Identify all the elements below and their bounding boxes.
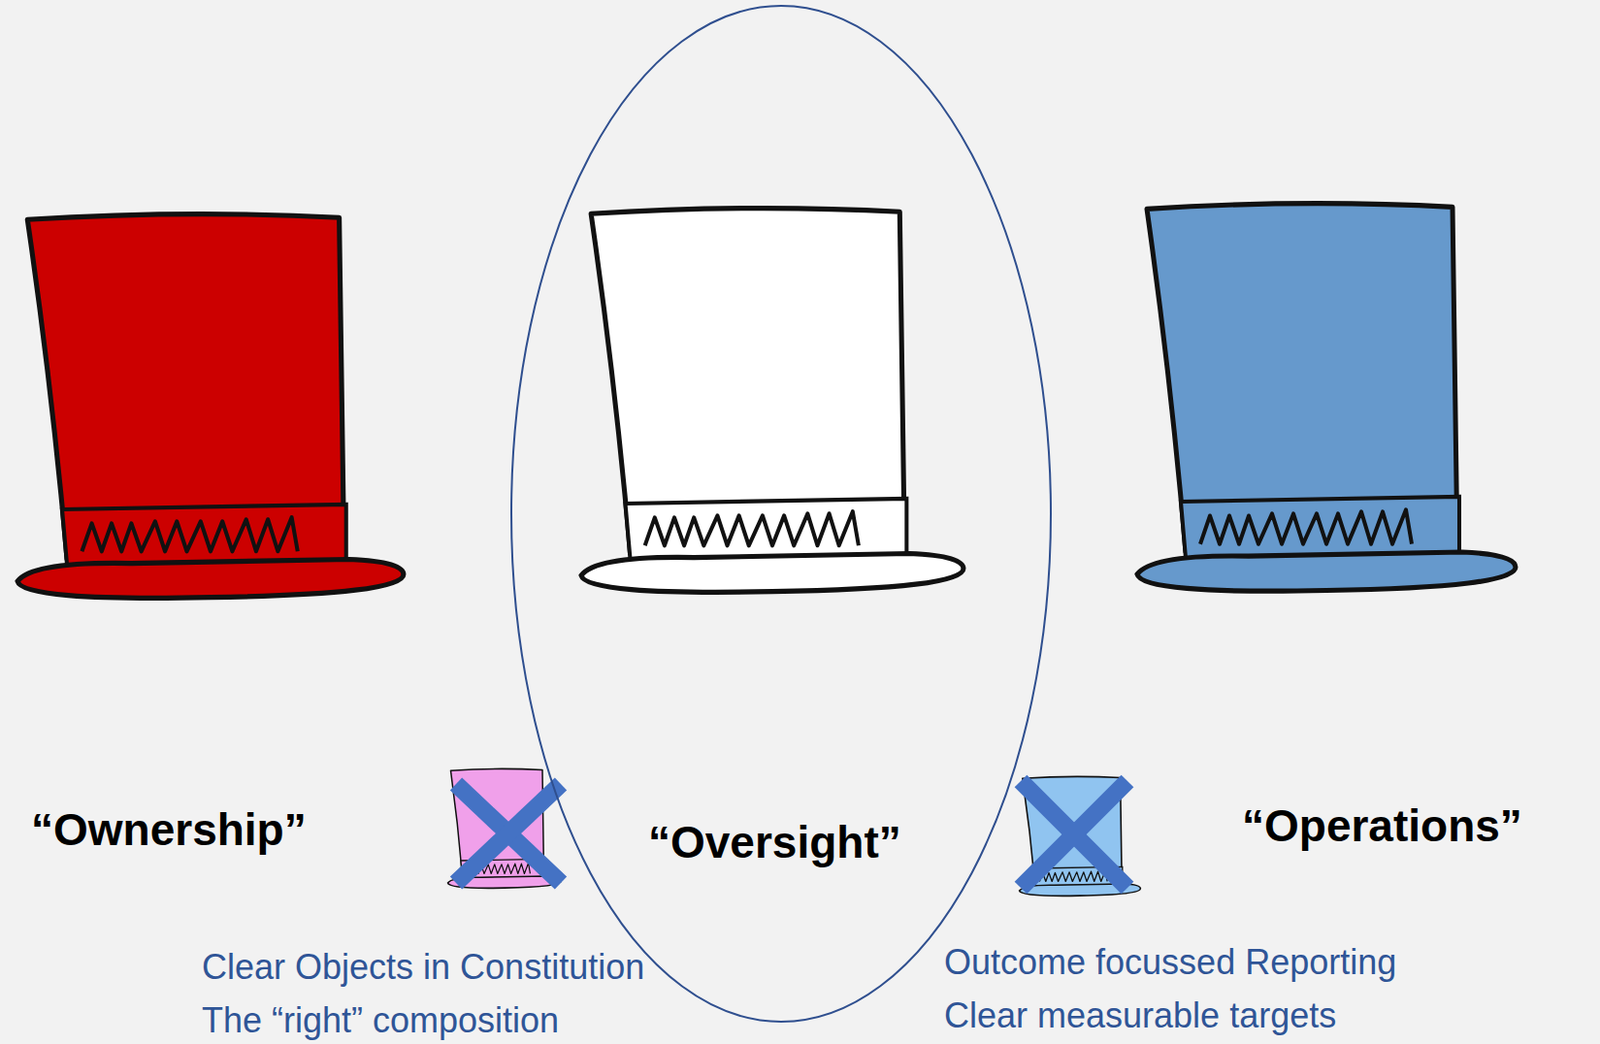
red-hat bbox=[17, 214, 404, 599]
note-text: The “right” composition bbox=[201, 1000, 559, 1041]
pink-small-hat bbox=[448, 768, 562, 888]
role-heading: “Oversight” bbox=[648, 817, 902, 868]
role-heading: “Operations” bbox=[1241, 801, 1523, 851]
ellipse-shape bbox=[511, 5, 1051, 1022]
cross-mark bbox=[1020, 781, 1128, 888]
blue-hat bbox=[1137, 203, 1516, 592]
note-text: Clear measurable targets bbox=[944, 995, 1337, 1036]
cross-mark bbox=[456, 783, 561, 883]
lightblue-small-hat bbox=[1019, 776, 1142, 896]
oversight-ellipse: “Oversight” bbox=[510, 4, 1052, 1023]
role-heading: “Ownership” bbox=[31, 805, 307, 855]
white-hat bbox=[581, 208, 964, 593]
ellipse-outline bbox=[510, 4, 1052, 1023]
note-text: Clear Objects in Constitution bbox=[201, 946, 645, 987]
note-text: Outcome focussed Reporting bbox=[944, 942, 1397, 982]
